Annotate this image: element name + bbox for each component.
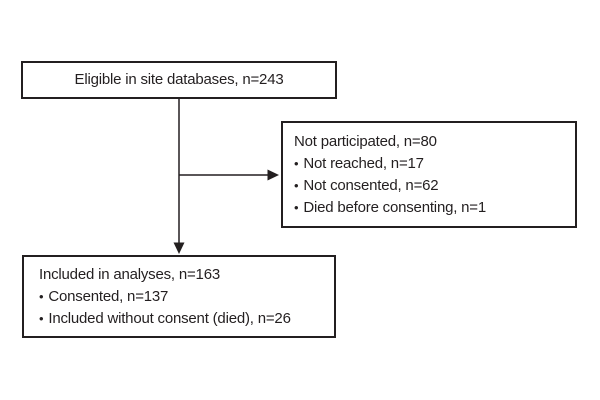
bullet-icon: • bbox=[294, 178, 299, 193]
list-item-label: Consented, n=137 bbox=[48, 288, 169, 305]
eligible-box: Eligible in site databases, n=243 bbox=[21, 61, 337, 99]
bullet-icon: • bbox=[294, 200, 299, 215]
list-item: • Not reached, n=17 bbox=[294, 153, 565, 175]
included-box: Included in analyses, n=163 • Consented,… bbox=[22, 255, 336, 338]
bullet-icon: • bbox=[294, 156, 299, 171]
list-item-label: Not consented, n=62 bbox=[303, 177, 439, 194]
down-arrowhead-icon bbox=[173, 242, 185, 254]
right-arrowhead-icon bbox=[267, 169, 279, 181]
included-title: Included in analyses, n=163 bbox=[39, 266, 220, 283]
list-item-label: Not reached, n=17 bbox=[303, 155, 424, 172]
list-item: • Included without consent (died), n=26 bbox=[39, 308, 324, 330]
list-item: • Not consented, n=62 bbox=[294, 175, 565, 197]
list-item-label: Included without consent (died), n=26 bbox=[48, 310, 291, 327]
bullet-icon: • bbox=[39, 311, 44, 326]
list-item: • Died before consenting, n=1 bbox=[294, 197, 565, 219]
not-participated-box: Not participated, n=80 • Not reached, n=… bbox=[281, 121, 577, 228]
list-item: • Consented, n=137 bbox=[39, 286, 324, 308]
not-participated-title: Not participated, n=80 bbox=[294, 133, 437, 150]
bullet-icon: • bbox=[39, 289, 44, 304]
list-item-label: Died before consenting, n=1 bbox=[303, 199, 487, 216]
eligible-box-label: Eligible in site databases, n=243 bbox=[74, 71, 284, 88]
